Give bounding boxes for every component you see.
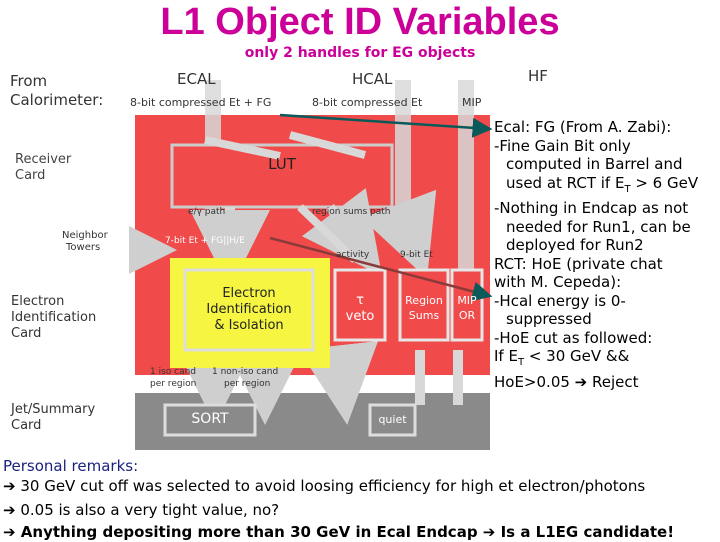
- label-activity: activity: [336, 250, 370, 260]
- label-ecal-input: 8-bit compressed Et + FG: [130, 96, 272, 109]
- mip-line2: OR: [458, 309, 476, 322]
- label-receiver-card: Card: [15, 168, 46, 183]
- fg-line3: used at RCT if ET > 6 GeV: [506, 173, 699, 195]
- annotation-arrow-fg: [279, 113, 493, 138]
- label-seven-bit: 7-bit Et + FG||H/E: [165, 236, 245, 246]
- label-jet-summary: Jet/Summary: [11, 402, 96, 417]
- page-title: L1 Object ID Variables: [160, 1, 560, 43]
- tau-box-text: τ veto: [335, 293, 385, 325]
- electron-line2: Identification: [206, 302, 292, 317]
- label-hcal: HCAL: [352, 70, 393, 88]
- label-receiver: Receiver: [15, 152, 72, 167]
- rct-line2: with M. Cepeda):: [494, 273, 622, 291]
- label-nine-bit: 9-bit Et: [400, 250, 433, 260]
- if-line: If ET < 30 GeV &&: [494, 347, 630, 368]
- ecal-fg-heading: Ecal: FG (From A. Zabi):: [494, 118, 672, 136]
- lut-label: LUT: [268, 155, 296, 173]
- label-noniso-1: 1 non-iso cand: [212, 367, 279, 377]
- hcal-line1: -Hcal energy is 0-: [494, 291, 626, 310]
- hcal-line2: suppressed: [506, 310, 592, 328]
- mip-box-text: MIP OR: [452, 293, 482, 323]
- label-hcal-input: 8-bit compressed Et: [312, 96, 423, 109]
- electron-id-box: [183, 268, 315, 352]
- remark-line3: ➔ Anything depositing more than 30 GeV i…: [3, 523, 675, 541]
- tau-line2: veto: [345, 309, 375, 324]
- label-neighbor: Neighbor: [62, 230, 108, 241]
- arrow-right-icon: ➔: [3, 477, 16, 495]
- remark-line2: ➔ 0.05 is also a very tight value, no?: [3, 501, 280, 519]
- sort-box: [163, 403, 257, 437]
- nothing-line2: needed for Run1, can be: [506, 217, 691, 236]
- remark-line1: ➔ 30 GeV cut off was selected to avoid l…: [3, 477, 646, 495]
- label-iso-2: per region: [150, 379, 197, 389]
- nothing-line1: -Nothing in Endcap as not: [494, 199, 689, 217]
- arrow-right-icon: ➔: [3, 523, 16, 541]
- mip-line1: MIP: [457, 294, 477, 307]
- tau-veto-box: [333, 268, 387, 342]
- fg-line1: -Fine Gain Bit only: [494, 136, 631, 155]
- label-ey-path: e/γ path: [188, 207, 226, 217]
- label-mip: MIP: [462, 96, 482, 109]
- mip-or-box: [450, 268, 484, 342]
- label-towers: Towers: [66, 242, 101, 253]
- fg-line2: computed in Barrel and: [506, 155, 683, 173]
- sort-label: SORT: [191, 411, 229, 427]
- label-iso-1: 1 iso cand: [150, 367, 197, 377]
- label-hf: HF: [528, 67, 548, 85]
- label-card: Card: [11, 326, 42, 341]
- arrow-right-icon: ➔: [3, 501, 16, 519]
- label-from: From: [10, 72, 48, 90]
- label-noniso-2: per region: [224, 379, 271, 389]
- quiet-box: [368, 403, 417, 437]
- page-subtitle: only 2 handles for EG objects: [244, 45, 476, 61]
- trigger-diagram: [129, 80, 493, 450]
- region-line2: Sums: [408, 309, 440, 322]
- reject-line: HoE>0.05 ➔ Reject: [494, 372, 639, 391]
- electron-box-text: Electron Identification & Isolation: [185, 286, 313, 334]
- hoe-line: -HoE cut as followed:: [494, 328, 653, 347]
- region-box-text: Region Sums: [400, 293, 448, 323]
- label-identification: Identification: [11, 310, 97, 325]
- label-region-path: region sums path: [312, 207, 391, 217]
- label-jet-card: Card: [11, 418, 42, 433]
- region-line1: Region: [405, 294, 443, 307]
- electron-line3: & Isolation: [214, 318, 284, 333]
- label-ecal: ECAL: [177, 70, 216, 88]
- rct-line1: RCT: HoE (private chat: [494, 254, 663, 273]
- arrow-right-icon: ➔: [482, 523, 496, 541]
- label-electron: Electron: [11, 294, 65, 309]
- nothing-line3: deployed for Run2: [506, 236, 644, 254]
- quiet-label: quiet: [378, 413, 407, 426]
- tau-line1: τ: [356, 293, 364, 308]
- label-calorimeter: Calorimeter:: [10, 91, 104, 109]
- annotation-arrow-hoe: [269, 236, 493, 302]
- right-annotation: Ecal: FG (From A. Zabi): -Fine Gain Bit …: [494, 118, 698, 391]
- arrow-right-icon: ➔: [574, 372, 588, 391]
- electron-line1: Electron: [222, 286, 276, 301]
- remarks-heading: Personal remarks:: [3, 457, 139, 475]
